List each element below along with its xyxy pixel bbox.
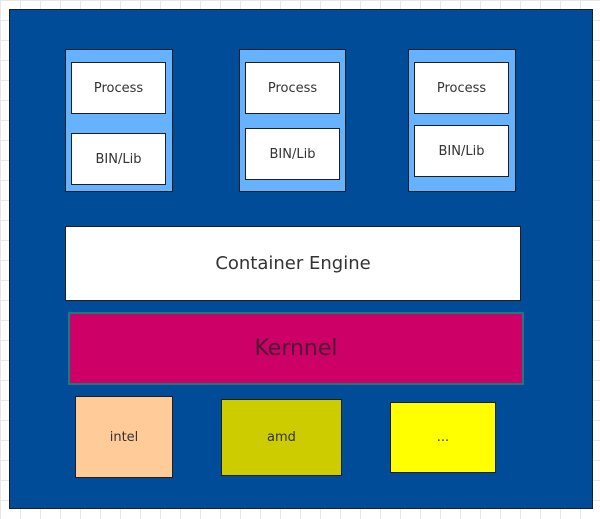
bin-lib-box-3: BIN/Lib xyxy=(414,125,509,177)
process-label-2: Process xyxy=(267,80,318,96)
kernel-label: Kernnel xyxy=(254,336,338,361)
hardware-other-label: ... xyxy=(436,430,450,445)
kernel-layer: Kernnel xyxy=(68,312,524,385)
process-label-1: Process xyxy=(93,80,144,96)
container-2: Process BIN/Lib xyxy=(239,49,346,192)
process-box-1: Process xyxy=(71,62,166,114)
bin-lib-label-2: BIN/Lib xyxy=(269,146,316,162)
container-1: Process BIN/Lib xyxy=(65,49,173,192)
container-3: Process BIN/Lib xyxy=(408,49,516,192)
bin-lib-label-3: BIN/Lib xyxy=(438,143,485,159)
process-box-3: Process xyxy=(414,62,509,114)
hardware-amd: amd xyxy=(221,399,342,476)
hardware-intel: intel xyxy=(75,396,173,478)
host-frame: Process BIN/Lib Process BIN/Lib Process … xyxy=(9,9,593,509)
process-label-3: Process xyxy=(436,80,487,96)
bin-lib-box-1: BIN/Lib xyxy=(71,133,166,185)
bin-lib-label-1: BIN/Lib xyxy=(95,151,142,167)
hardware-other: ... xyxy=(390,402,496,473)
process-box-2: Process xyxy=(245,62,340,114)
hardware-intel-label: intel xyxy=(109,429,139,445)
hardware-amd-label: amd xyxy=(267,430,296,445)
container-engine-label: Container Engine xyxy=(215,253,371,274)
bin-lib-box-2: BIN/Lib xyxy=(245,128,340,180)
container-engine: Container Engine xyxy=(65,226,521,301)
